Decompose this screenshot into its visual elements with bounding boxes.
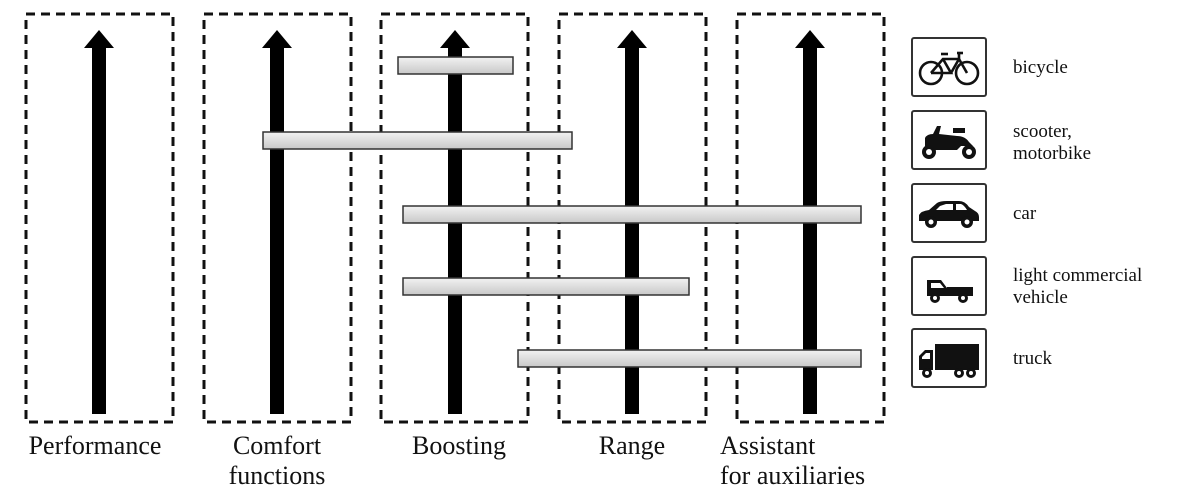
light-truck-icon [911,256,987,316]
arrow-head-range [617,30,647,48]
arrow-shaft-performance [92,44,106,414]
column-label-performance: Performance [28,431,162,460]
bicycle-icon [911,37,987,97]
scooter-icon [911,110,987,170]
arrow-shaft-range [625,44,639,414]
arrow-head-boosting [440,30,470,48]
arrow-shaft-comfort [270,44,284,414]
arrow-shaft-assistant [803,44,817,414]
column-label-boosting: Boosting [412,431,506,460]
legend-label-car: car [1013,203,1037,224]
column-box-performance [24,12,175,424]
car-icon [911,183,987,243]
bar-scooter [262,131,573,150]
bar-bicycle [397,56,514,75]
truck-icon [911,328,987,388]
legend-label-bicycle: bicycle [1013,57,1068,78]
bar-car [402,205,862,224]
legend-label-scooter: scooter,motorbike [1013,121,1092,164]
legend-label-truck: truck [1013,348,1053,369]
column-label-range: Range [598,431,666,460]
arrow-head-comfort [262,30,292,48]
arrow-head-assistant [795,30,825,48]
bar-light-commercial-vehicle [402,277,690,296]
column-box-comfort [202,12,353,424]
arrow-shaft-boosting [448,44,462,414]
arrow-head-performance [84,30,114,48]
bar-truck [517,349,862,368]
